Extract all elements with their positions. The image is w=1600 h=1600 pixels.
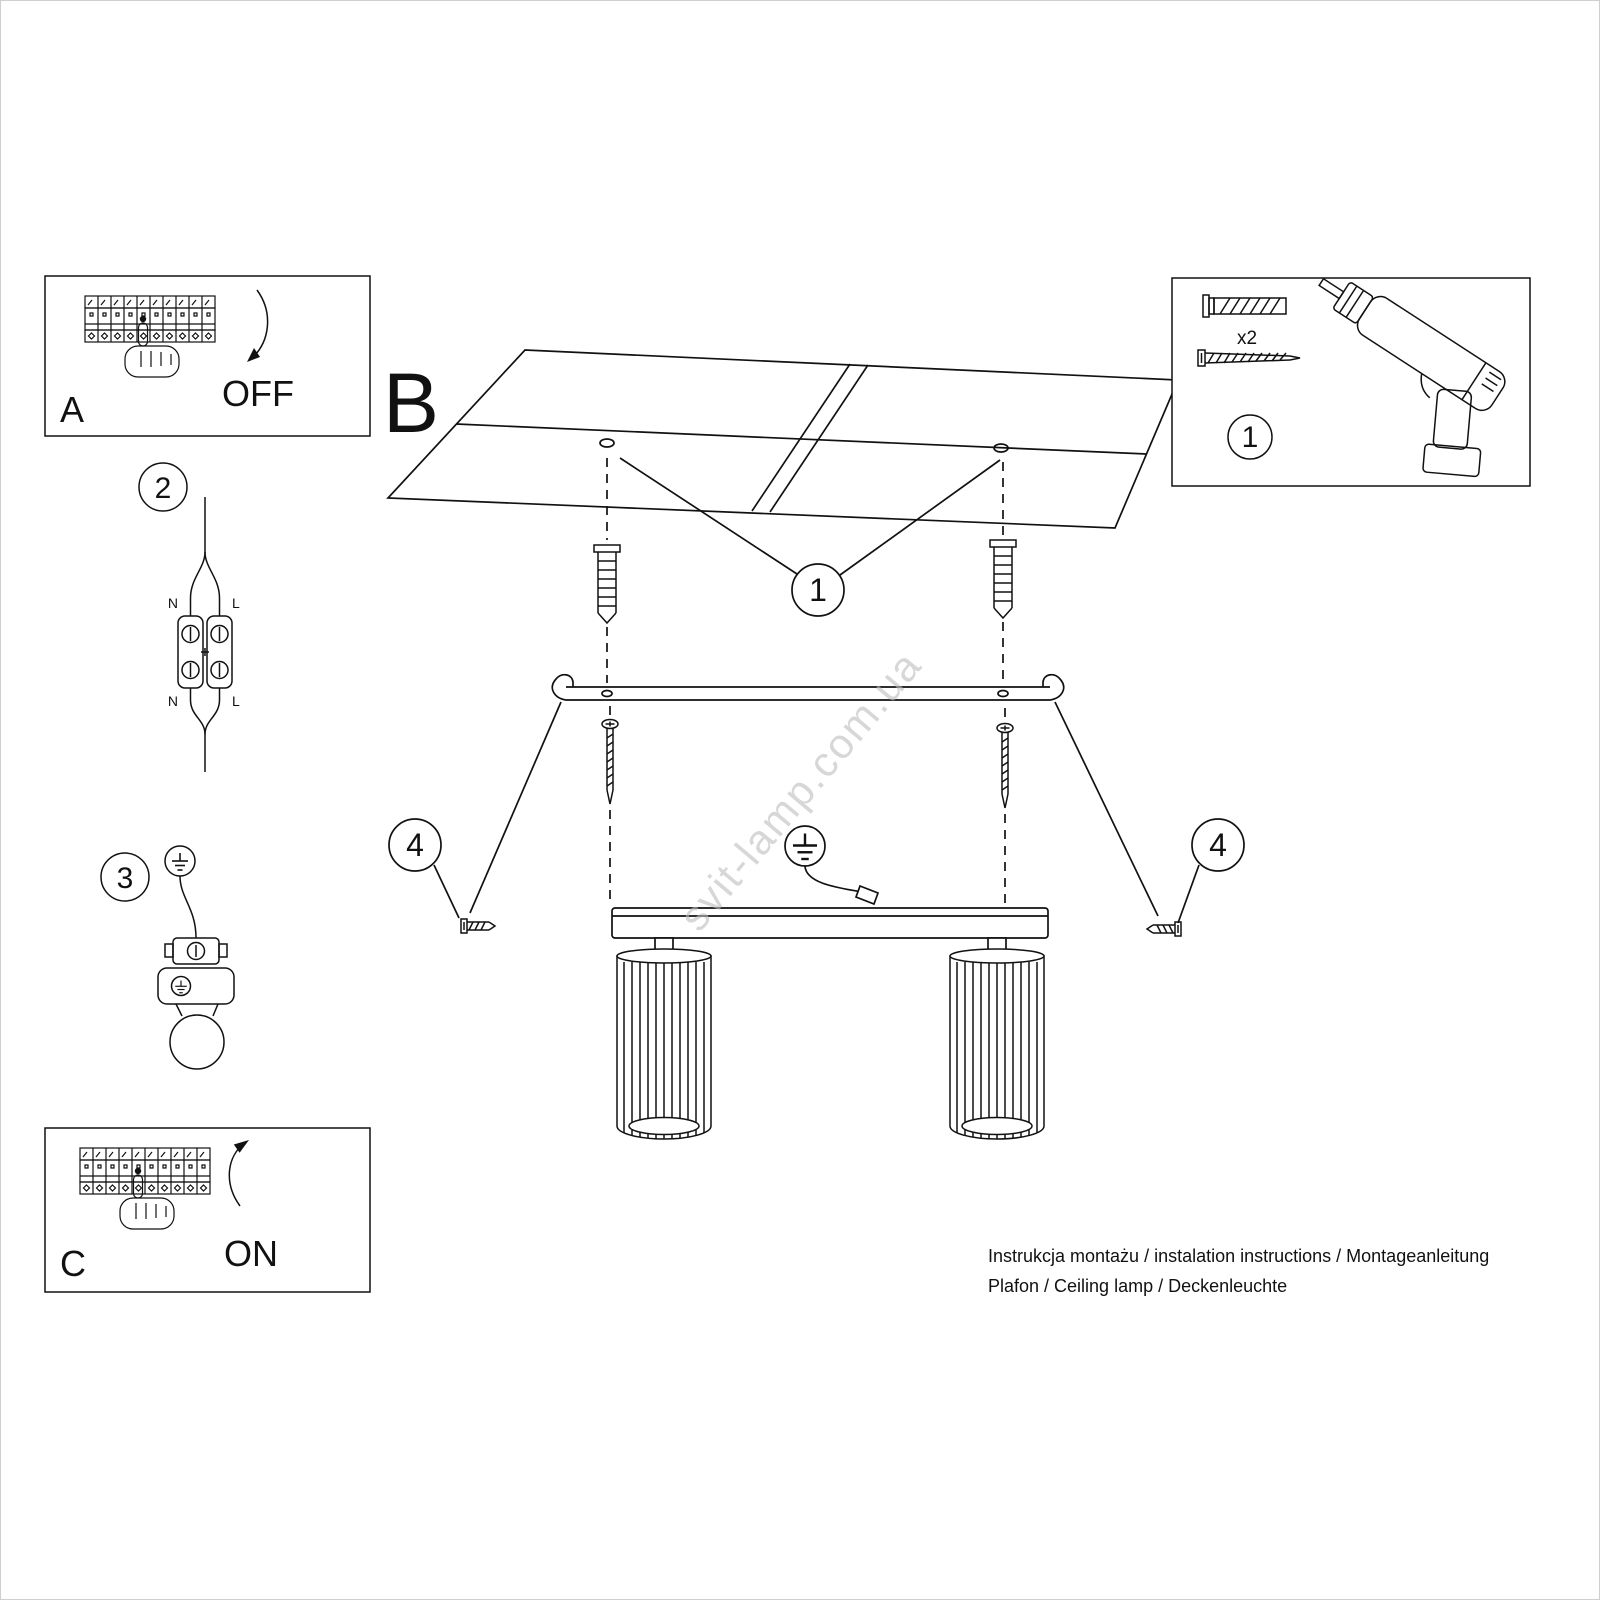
step-3-number: 3 xyxy=(117,862,134,895)
step-c-label: C xyxy=(60,1243,86,1284)
mounting-bracket xyxy=(551,673,1065,701)
ground-terminal xyxy=(157,875,235,1070)
diffuser-right xyxy=(961,1116,1033,1136)
callout-1-number: 1 xyxy=(809,572,827,608)
hardware-box: x2 xyxy=(1171,277,1531,487)
hardware-callout-1-number: 1 xyxy=(1242,421,1259,454)
earth-icon xyxy=(171,852,189,871)
step-3: 3 xyxy=(100,845,235,1070)
screw-item xyxy=(1197,349,1301,367)
mounting-screw-left xyxy=(601,718,619,805)
wall-plug-right xyxy=(989,539,1017,619)
wire-l-label-bottom: L xyxy=(232,693,240,709)
earth-icon xyxy=(791,832,819,861)
power-cable xyxy=(189,497,221,772)
callout-4-right: 4 xyxy=(1177,818,1245,924)
terminal-block xyxy=(177,615,233,689)
watermark: svit-lamp.com.ua xyxy=(670,641,931,939)
side-screw-left xyxy=(460,918,496,934)
step-2-number: 2 xyxy=(155,472,172,505)
step-a-label: A xyxy=(60,389,84,430)
footer-line-1: Instrukcja montażu / instalation instruc… xyxy=(988,1246,1489,1266)
wall-plug-item xyxy=(1202,294,1287,318)
mounting-screw-right xyxy=(996,722,1014,809)
callout-4-left-number: 4 xyxy=(406,827,424,863)
lamp-shade-right xyxy=(949,948,1045,1140)
ground-symbol xyxy=(784,825,880,906)
footer: Instrukcja montażu / instalation instruc… xyxy=(988,1246,1489,1296)
wire-n-label-bottom: N xyxy=(168,693,178,709)
wire-n-label-top: N xyxy=(168,595,178,611)
wall-plug-left xyxy=(593,544,621,624)
lamp-shade-left xyxy=(616,948,712,1140)
step-a-box: A OFF xyxy=(44,275,371,437)
callout-4-left: 4 xyxy=(388,818,460,919)
step-b-label: B xyxy=(383,356,439,450)
drill-hole-right xyxy=(993,443,1009,453)
off-label: OFF xyxy=(222,373,294,414)
hardware-qty-label: x2 xyxy=(1237,328,1257,349)
lamp-canopy xyxy=(611,907,1049,954)
callout-1: 1 xyxy=(619,457,1001,617)
step-2: 2 N L N L xyxy=(138,462,240,772)
diffuser-left xyxy=(628,1116,700,1136)
callout-4-right-number: 4 xyxy=(1209,827,1227,863)
step-c-box: C ON xyxy=(44,1127,371,1293)
side-screw-right xyxy=(1146,921,1182,937)
wire-l-label-top: L xyxy=(232,595,240,611)
assembly-line-left xyxy=(469,701,562,914)
drill-icon xyxy=(1318,277,1506,478)
footer-line-2: Plafon / Ceiling lamp / Deckenleuchte xyxy=(988,1276,1287,1296)
on-label: ON xyxy=(224,1233,278,1274)
drill-hole-left xyxy=(599,438,615,448)
alignment-guides xyxy=(606,458,1006,906)
assembly-line-right xyxy=(1054,701,1159,917)
ceiling-panel xyxy=(386,349,1180,529)
